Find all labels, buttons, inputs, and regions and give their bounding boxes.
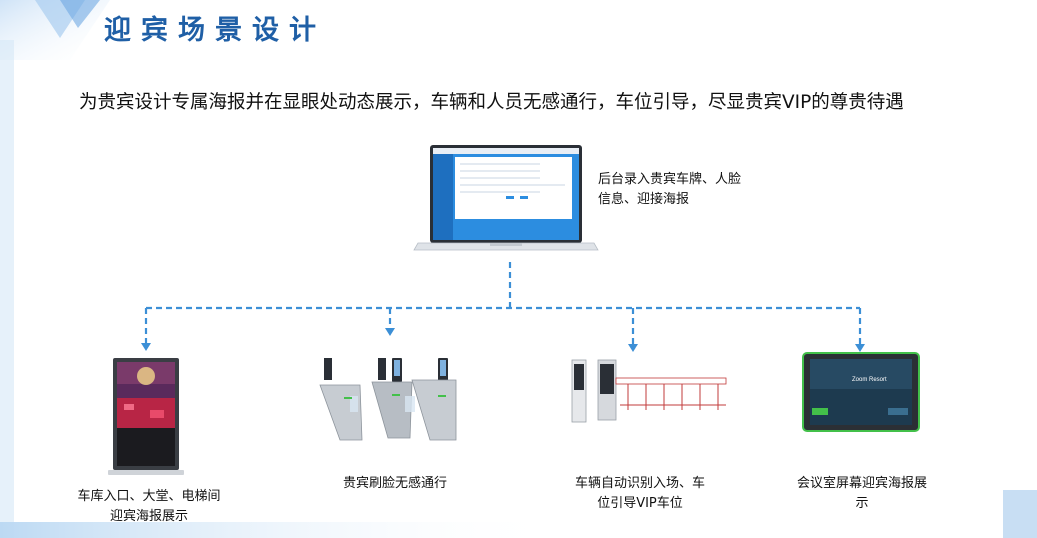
page-title: 迎宾场景设计 [104, 15, 326, 46]
bottom-band [0, 522, 560, 538]
connector-arrows [141, 328, 865, 352]
connector-lines [144, 262, 862, 346]
page-subtitle: 为贵宾设计专属海报并在显眼处动态展示，车辆和人员无感通行，车位引导，尽显贵宾VI… [79, 92, 904, 113]
laptop-icon [413, 145, 599, 251]
corner-tile [1003, 490, 1037, 538]
parking-barrier-icon [571, 359, 727, 423]
caption-meeting-screen: 会议室屏幕迎宾海报展示 [796, 476, 927, 511]
caption-poster-display: 车库入口、大堂、电梯间迎宾海报展示 [77, 489, 221, 524]
caption-face-gate: 贵宾刷脸无感通行 [342, 476, 447, 491]
backend-description: 后台录入贵宾车牌、人脸信息、迎接海报 [598, 172, 742, 207]
turnstile-gates-icon [319, 358, 457, 441]
meeting-room-screen-icon [802, 352, 920, 432]
meeting-screen-brand: Zoom Resort [852, 377, 887, 383]
kiosk-display-icon [108, 358, 184, 475]
caption-vehicle-entry: 车辆自动识别入场、车位引导VIP车位 [574, 476, 705, 511]
